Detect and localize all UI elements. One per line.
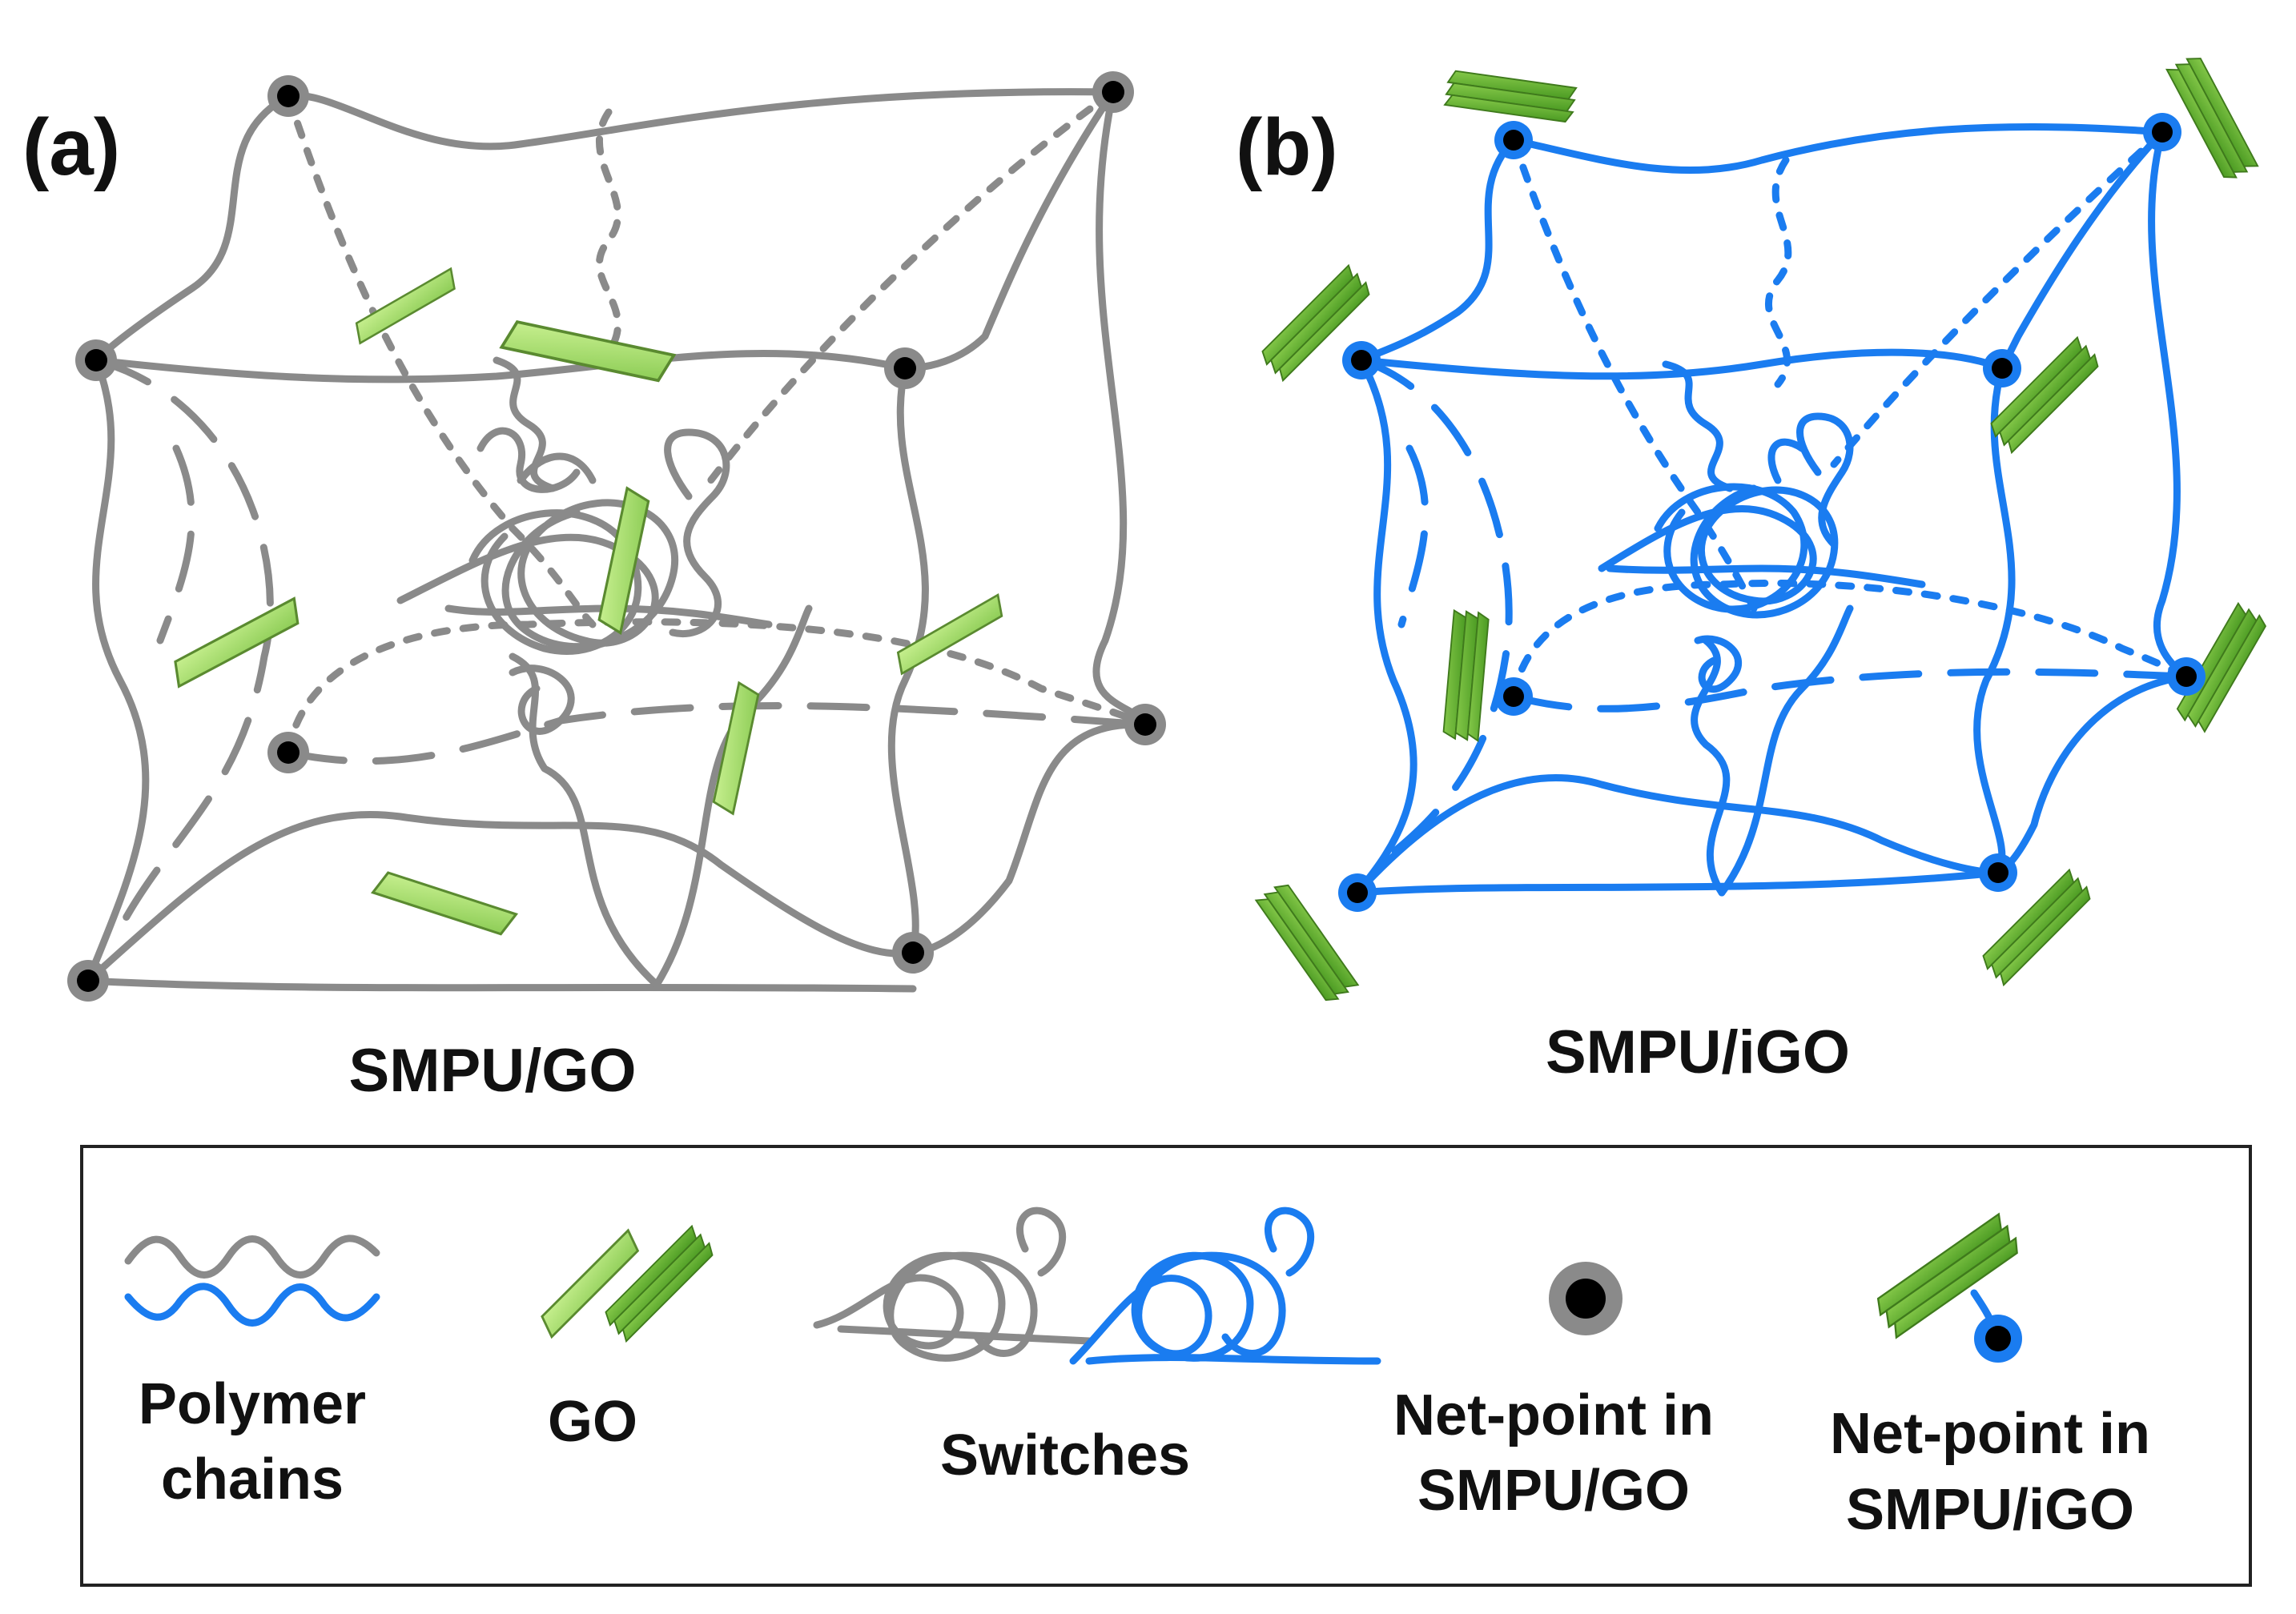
chain: [284, 88, 1117, 151]
chain: [1353, 869, 2002, 897]
net-point-go: [1124, 704, 1166, 745]
net-point-go: [267, 732, 309, 773]
legend-netpoint-go-core: [1566, 1279, 1606, 1319]
legend-switches-label: Switches: [940, 1423, 1190, 1488]
net-point-igo: [1342, 341, 1381, 379]
legend-netpoint-igo-core: [1985, 1326, 2011, 1351]
legend-blue-chain: [124, 1283, 380, 1327]
go-sheet: [349, 267, 462, 344]
chain: [1510, 122, 2166, 175]
chain-dotted: [701, 88, 1117, 492]
chain: [909, 721, 1149, 957]
chain-dashed: [1510, 668, 2190, 713]
go-sheet: [167, 597, 307, 688]
net-point-igo: [1983, 349, 2021, 387]
chain: [92, 349, 909, 383]
chain: [84, 810, 917, 985]
legend-netpoint-go-line2: SMPU/GO: [1417, 1459, 1690, 1523]
net-point-igo: [2167, 657, 2206, 696]
chain: [901, 88, 1117, 372]
chain-wavy: [1662, 360, 1734, 492]
chain-wavy: [493, 356, 557, 492]
chain-dotted: [1764, 156, 1792, 388]
chain: [84, 356, 150, 985]
chain-dashed: [1357, 356, 1513, 869]
legend-frame: [80, 1145, 2252, 1587]
switch-tangle: [1598, 412, 1926, 693]
chain: [1357, 348, 2006, 380]
chain-dotted: [284, 92, 597, 628]
legend-gray-chain: [124, 1235, 380, 1279]
panel-a-smpu-go: (a): [22, 71, 1166, 1105]
chain: [1691, 636, 1731, 897]
go-sheet: [891, 593, 1010, 675]
net-point-go: [1092, 71, 1134, 113]
chain-dotted: [595, 108, 622, 356]
net-point-igo: [1979, 853, 2017, 892]
chain-dotted: [284, 618, 1149, 757]
chain-dotted: [1510, 579, 2190, 701]
chain: [1092, 88, 1149, 729]
panel-a-tag: (a): [22, 102, 120, 192]
panel-b-caption: SMPU/iGO: [1546, 1018, 1850, 1086]
chain: [1998, 128, 2166, 372]
panel-b-smpu-igo: (b): [1236, 52, 2270, 1086]
legend-box: Polymer chains GO Switches Net-point in …: [80, 1145, 2252, 1587]
net-point-go: [884, 347, 926, 389]
chain-dashed: [1397, 444, 1429, 628]
net-point-igo: [2143, 113, 2181, 151]
legend-netpoint-go: Net-point in SMPU/GO: [1393, 1262, 1714, 1523]
net-point-igo: [1338, 873, 1377, 912]
net-point-go: [75, 339, 117, 381]
chain: [2148, 128, 2190, 681]
legend-netpoint-igo: Net-point in SMPU/iGO: [1830, 1213, 2150, 1542]
legend-switches: Switches: [813, 1206, 1381, 1488]
switch-tangle: [396, 427, 773, 735]
chain: [1357, 136, 1518, 364]
chain: [509, 652, 661, 989]
chain-dashed: [284, 702, 1149, 765]
chain-dashed: [92, 356, 274, 949]
legend-netpoint-igo-line2: SMPU/iGO: [1846, 1478, 2134, 1542]
chain-dotted: [1510, 136, 1758, 612]
chain: [1994, 672, 2190, 877]
chain: [887, 364, 929, 957]
igo-sheet: [2165, 52, 2259, 183]
go-sheet: [372, 869, 518, 938]
chain: [1353, 773, 2002, 897]
net-point-go: [892, 932, 934, 974]
legend-netpoint-igo-line1: Net-point in: [1830, 1402, 2150, 1466]
panel-b-tag: (b): [1236, 102, 1338, 192]
igo-sheet: [1442, 609, 1490, 742]
legend-blue-switch: [1069, 1206, 1381, 1365]
chain: [1353, 356, 1417, 897]
net-point-igo: [1494, 121, 1533, 159]
legend-go: GO: [535, 1225, 718, 1454]
chain-dashed: [156, 444, 195, 644]
igo-sheet: [1444, 69, 1578, 124]
legend-netpoint-go-line1: Net-point in: [1393, 1383, 1714, 1447]
chain-dotted: [1830, 128, 2166, 468]
legend-gray-switch: [813, 1206, 1093, 1362]
legend-polymer-line1: Polymer: [139, 1372, 366, 1436]
chain: [1973, 364, 2016, 877]
chain: [92, 92, 292, 364]
panel-a-caption: SMPU/GO: [349, 1037, 637, 1105]
legend-polymer-line2: chains: [161, 1447, 344, 1512]
chain: [1718, 604, 1854, 897]
legend-go-label: GO: [548, 1390, 637, 1454]
legend-polymer-chains: Polymer chains: [124, 1235, 380, 1512]
chain: [84, 977, 917, 993]
net-point-igo: [1494, 677, 1533, 716]
net-point-go: [67, 960, 109, 1002]
net-point-go: [267, 75, 309, 117]
